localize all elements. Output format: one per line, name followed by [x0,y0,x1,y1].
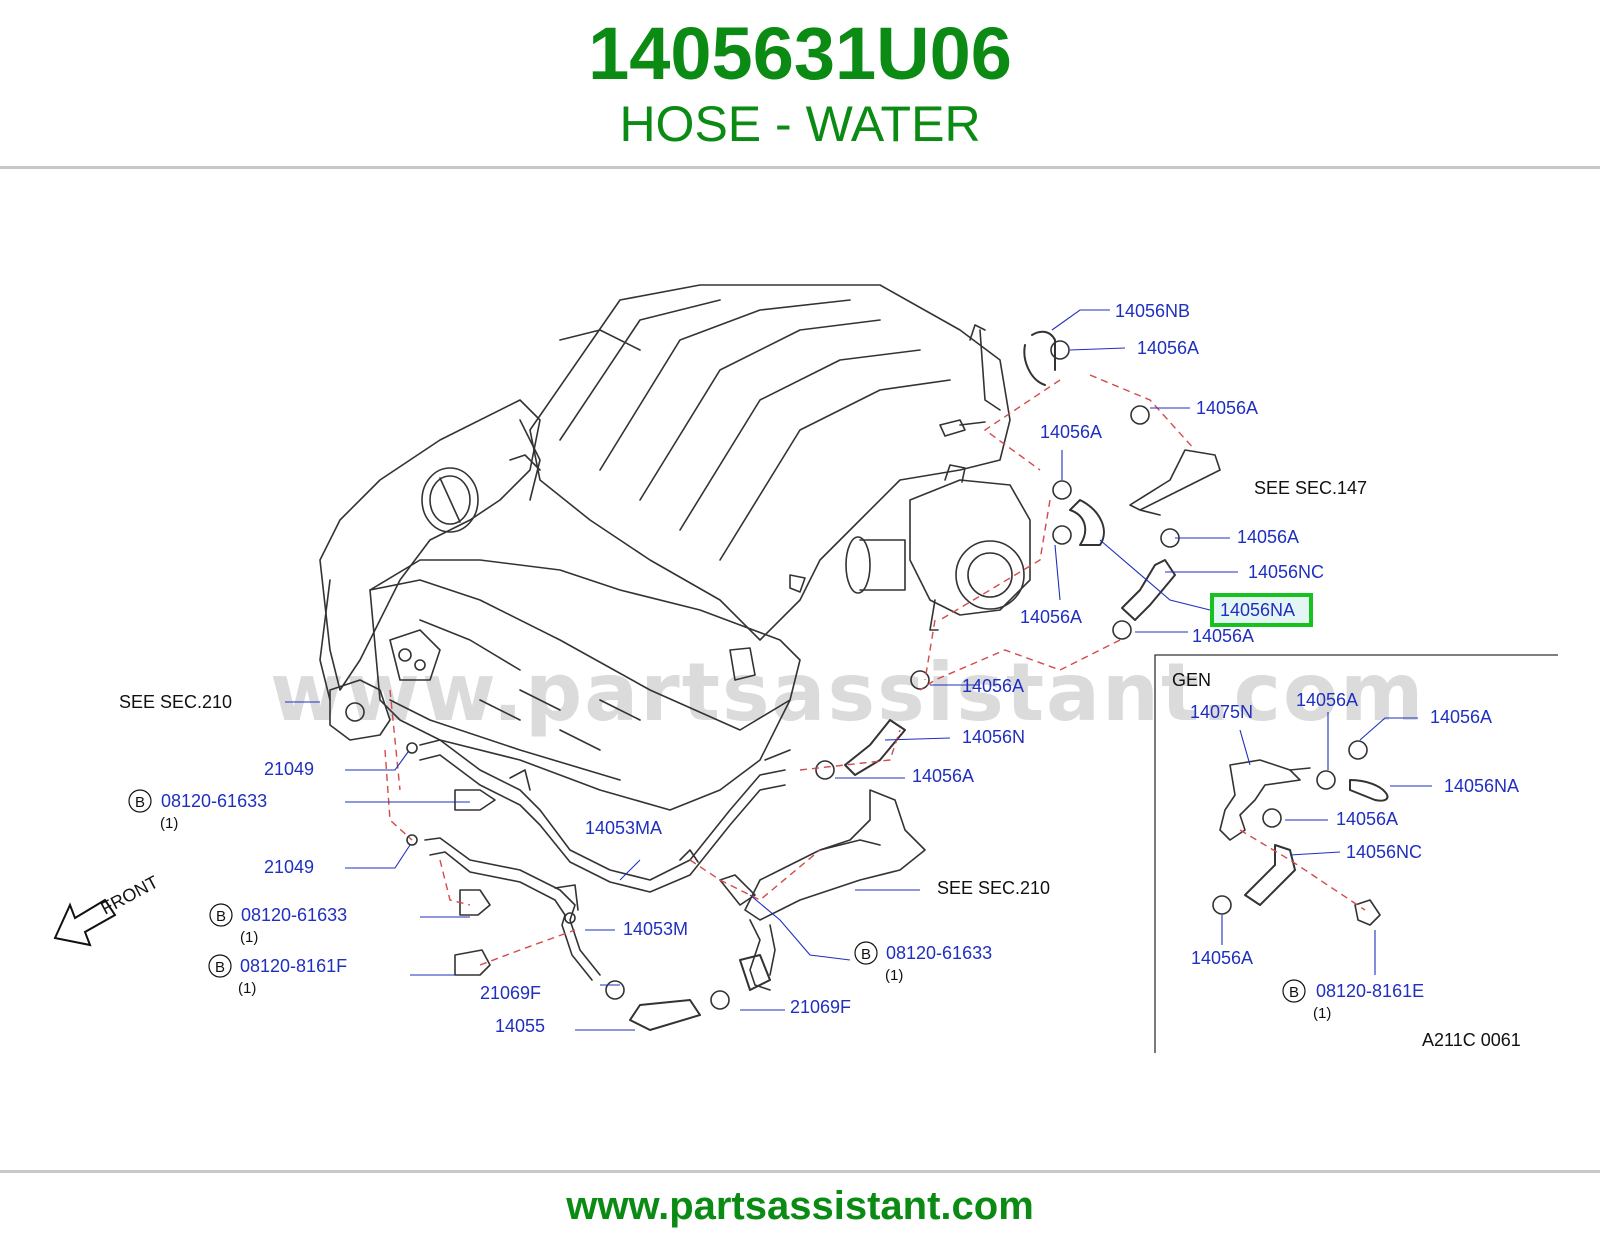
callout-14056n-center[interactable]: 14056N [962,727,1025,747]
diagram-code: A211C 0061 [1422,1030,1521,1050]
bolt3-b-letter: B [215,959,225,976]
bolt2-b-letter: B [216,908,226,925]
callout-bolt2-number[interactable]: 08120-61633 [241,905,347,925]
front-label: FRONT [97,872,161,919]
callout-bolt5-number[interactable]: 08120-8161E [1316,981,1424,1001]
callout-14053m[interactable]: 14053M [623,919,688,939]
callout-14056a-center3[interactable]: 14056A [912,766,974,786]
callout-14056a-right2[interactable]: 14056A [1237,527,1299,547]
callout-14056a-right1[interactable]: 14056A [1196,398,1258,418]
front-arrow [53,898,117,947]
callout-bolt1-number[interactable]: 08120-61633 [161,791,267,811]
callout-14055[interactable]: 14055 [495,1016,545,1036]
engine-line-art [319,284,1389,1031]
see-sec-210-right-label[interactable]: SEE SEC.210 [937,878,1050,898]
exploded-view-drawing: www.partsassistant.com [53,284,1558,1053]
callout-bolt4-number[interactable]: 08120-61633 [886,943,992,963]
part-name-subtitle: HOSE - WATER [619,96,981,152]
callout-gen-14056a-1[interactable]: 14056A [1296,690,1358,710]
callout-gen-14056a-2[interactable]: 14056A [1430,707,1492,727]
part-number-title: 1405631U06 [588,12,1012,95]
callout-21049-lower[interactable]: 21049 [264,857,314,877]
callout-gen-14056nc[interactable]: 14056NC [1346,842,1422,862]
callout-14056a-center2[interactable]: 14056A [962,676,1024,696]
watermark-text: www.partsassistant.com [270,646,1425,739]
callout-21069f-right[interactable]: 21069F [790,997,851,1017]
callout-14056nb-top[interactable]: 14056NB [1115,301,1190,321]
gen-inset-title: GEN [1172,670,1211,690]
page-header: 1405631U06 HOSE - WATER [0,0,1600,168]
footer-website-link[interactable]: www.partsassistant.com [566,1184,1034,1228]
callout-gen-14056na[interactable]: 14056NA [1444,776,1519,796]
callout-14056a-mid[interactable]: 14056A [1040,422,1102,442]
callout-bolt3-number[interactable]: 08120-8161F [240,956,347,976]
callout-14056a-center[interactable]: 14056A [1020,607,1082,627]
gen-inset-frame [1154,654,1558,1053]
bolt3-quantity: (1) [238,980,256,997]
see-sec-147-label[interactable]: SEE SEC.147 [1254,478,1367,498]
bolt4-quantity: (1) [885,967,903,984]
callout-21049-upper[interactable]: 21049 [264,759,314,779]
bolt4-b-letter: B [861,946,871,963]
callout-14056na-highlighted[interactable]: 14056NA [1220,600,1295,620]
callout-gen-14075n[interactable]: 14075N [1190,702,1253,722]
callout-14056nc-right[interactable]: 14056NC [1248,562,1324,582]
footer-divider [0,1170,1600,1173]
bolt1-quantity: (1) [160,815,178,832]
callout-14053ma[interactable]: 14053MA [585,818,662,838]
bolt2-quantity: (1) [240,929,258,946]
parts-diagram: www.partsassistant.com [0,170,1600,1170]
bolt1-b-letter: B [135,794,145,811]
callout-21069f-left[interactable]: 21069F [480,983,541,1003]
highlight-box [1210,593,1313,627]
callout-14056a-right3[interactable]: 14056A [1192,626,1254,646]
callout-gen-14056a-4[interactable]: 14056A [1191,948,1253,968]
bolt5-quantity: (1) [1313,1005,1331,1022]
bolt5-b-letter: B [1289,984,1299,1001]
see-sec-210-left-label[interactable]: SEE SEC.210 [119,692,232,712]
header-divider [0,166,1600,169]
leader-lines [285,309,1432,1031]
bolt-b-markers [128,789,1306,1003]
callout-gen-14056a-3[interactable]: 14056A [1336,809,1398,829]
assembly-lines [384,374,1366,966]
callout-14056a-top[interactable]: 14056A [1137,338,1199,358]
